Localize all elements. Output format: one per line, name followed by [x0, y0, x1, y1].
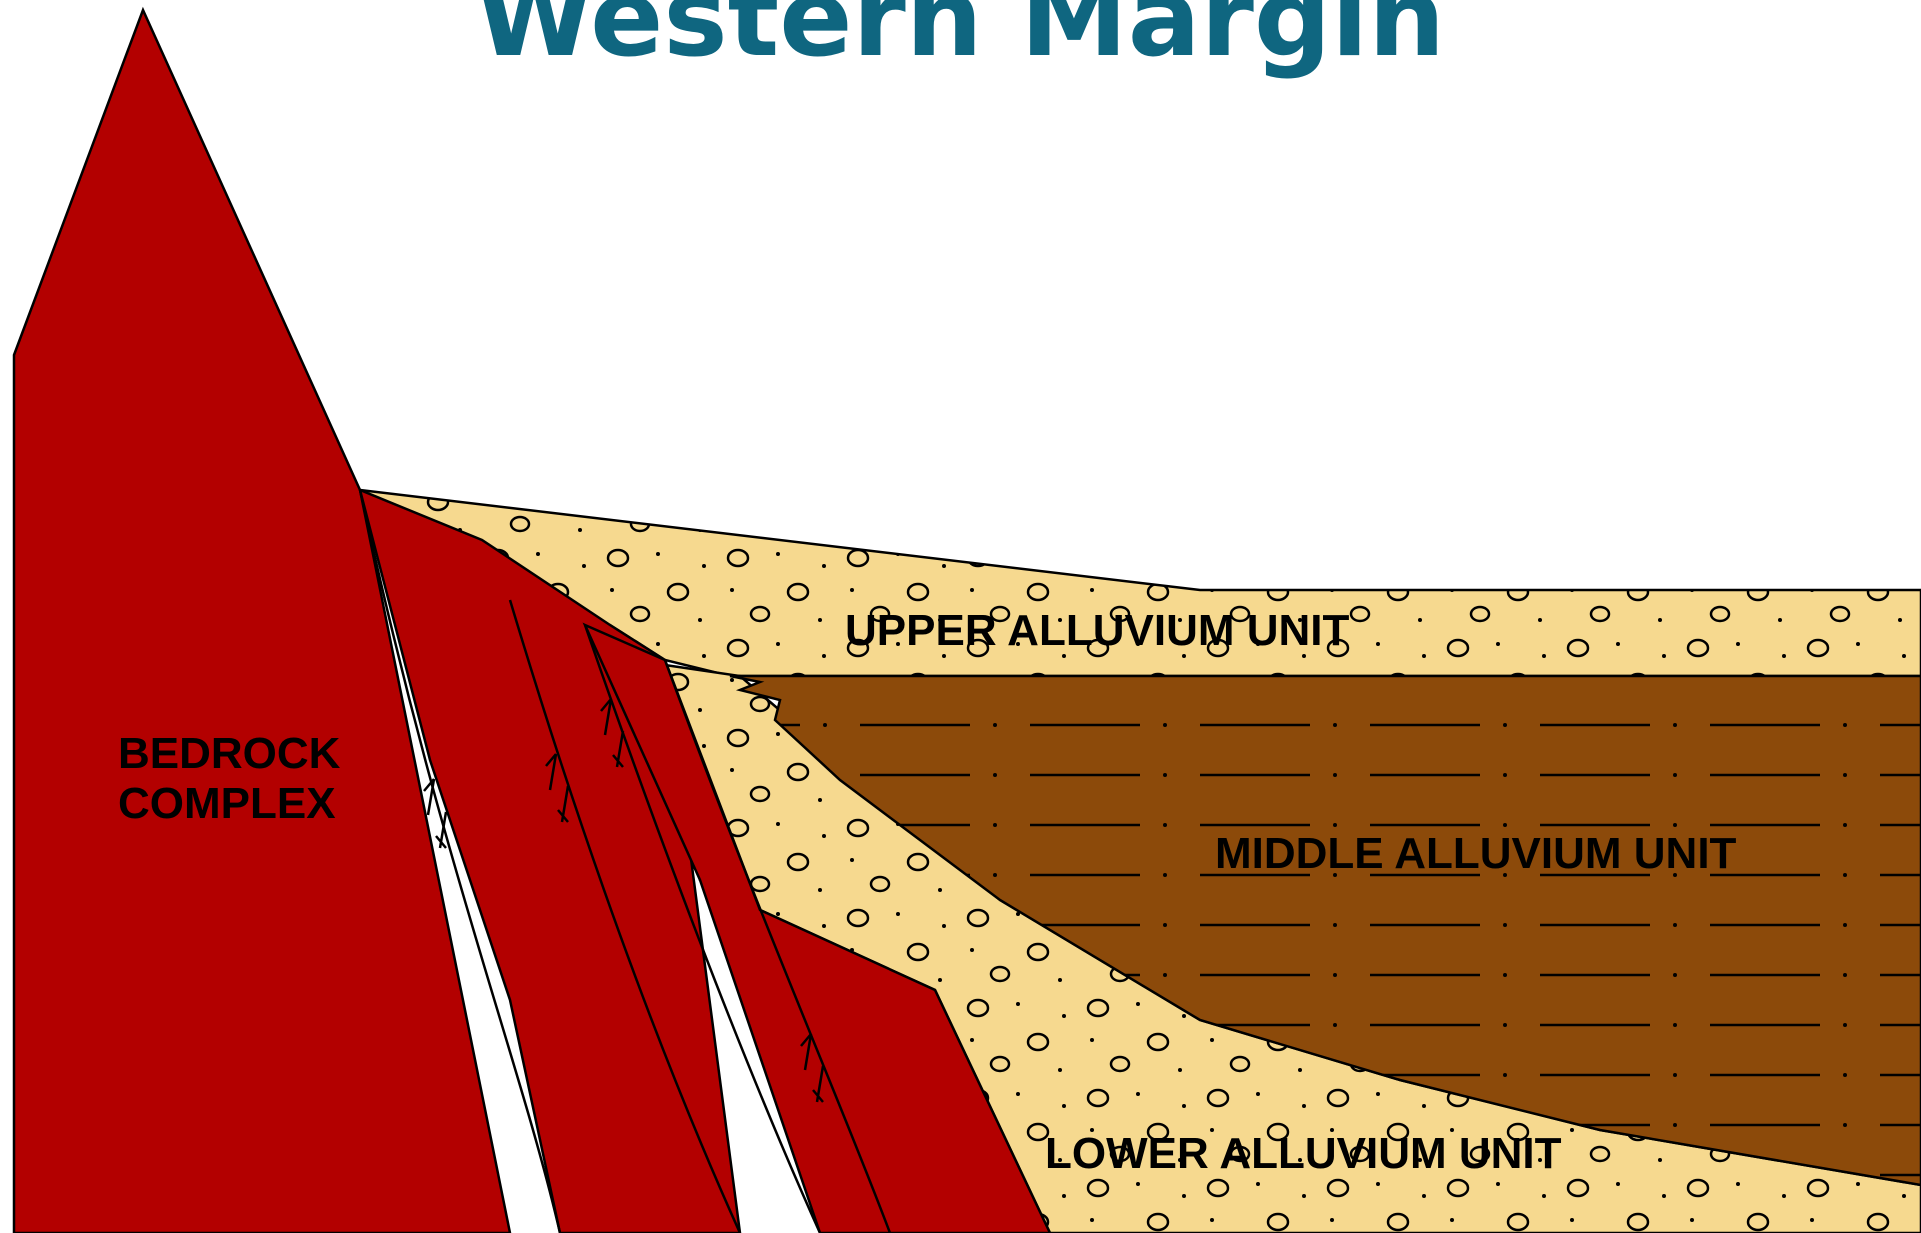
bedrock-complex [12, 6, 512, 1233]
bedrock-label-line1: BEDROCK [118, 729, 341, 778]
lower-alluvium-label: LOWER ALLUVIUM UNIT [1045, 1129, 1562, 1178]
fault-line-2 [508, 599, 742, 1233]
middle-alluvium-unit [729, 674, 1921, 1187]
fault-line-4 [663, 659, 892, 1233]
fault-line-1 [358, 489, 562, 1233]
fault-arrows [423, 698, 825, 1103]
diagram-title: Western Margin [475, 0, 1445, 81]
fault-line-3 [583, 624, 822, 1233]
middle-alluvium-label: MIDDLE ALLUVIUM UNIT [1215, 829, 1737, 878]
upper-alluvium-label: UPPER ALLUVIUM UNIT [845, 606, 1349, 655]
bedrock-label-line2: COMPLEX [118, 779, 336, 828]
